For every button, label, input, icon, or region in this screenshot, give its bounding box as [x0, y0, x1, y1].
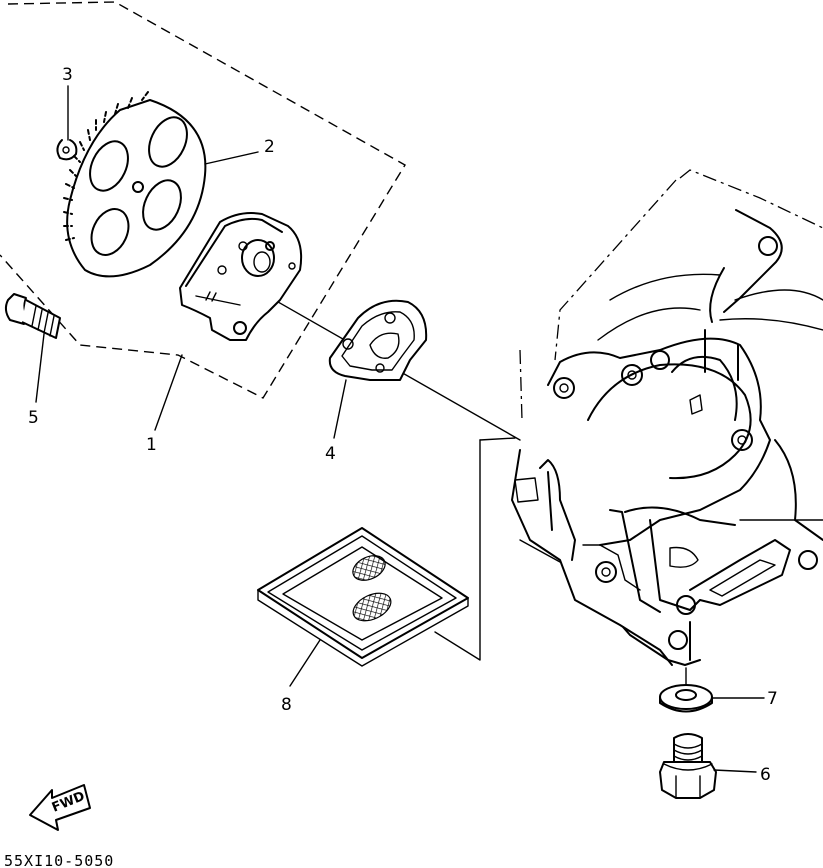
callout-6: 6 — [760, 765, 771, 785]
callout-2: 2 — [264, 137, 275, 157]
callout-3: 3 — [62, 65, 73, 85]
callout-5: 5 — [28, 408, 39, 428]
crankcase — [511, 169, 823, 666]
callouts: 2 3 1 5 4 8 7 6 — [28, 65, 778, 785]
drain-plug — [659, 733, 717, 799]
gasket — [328, 299, 428, 381]
forward-arrow-icon: FWD — [29, 784, 91, 831]
oil-pump — [179, 212, 303, 341]
bolt — [4, 293, 61, 339]
pump-group-outline — [0, 1, 406, 399]
washer — [659, 684, 713, 713]
callout-8: 8 — [281, 695, 292, 715]
circlip — [56, 139, 78, 161]
driven-gear — [63, 91, 207, 278]
callout-4: 4 — [325, 444, 336, 464]
drawing-code: 55XI10-5050 — [4, 852, 114, 868]
callout-1: 1 — [146, 435, 157, 455]
callout-7: 7 — [767, 689, 778, 709]
strainer — [257, 527, 469, 667]
